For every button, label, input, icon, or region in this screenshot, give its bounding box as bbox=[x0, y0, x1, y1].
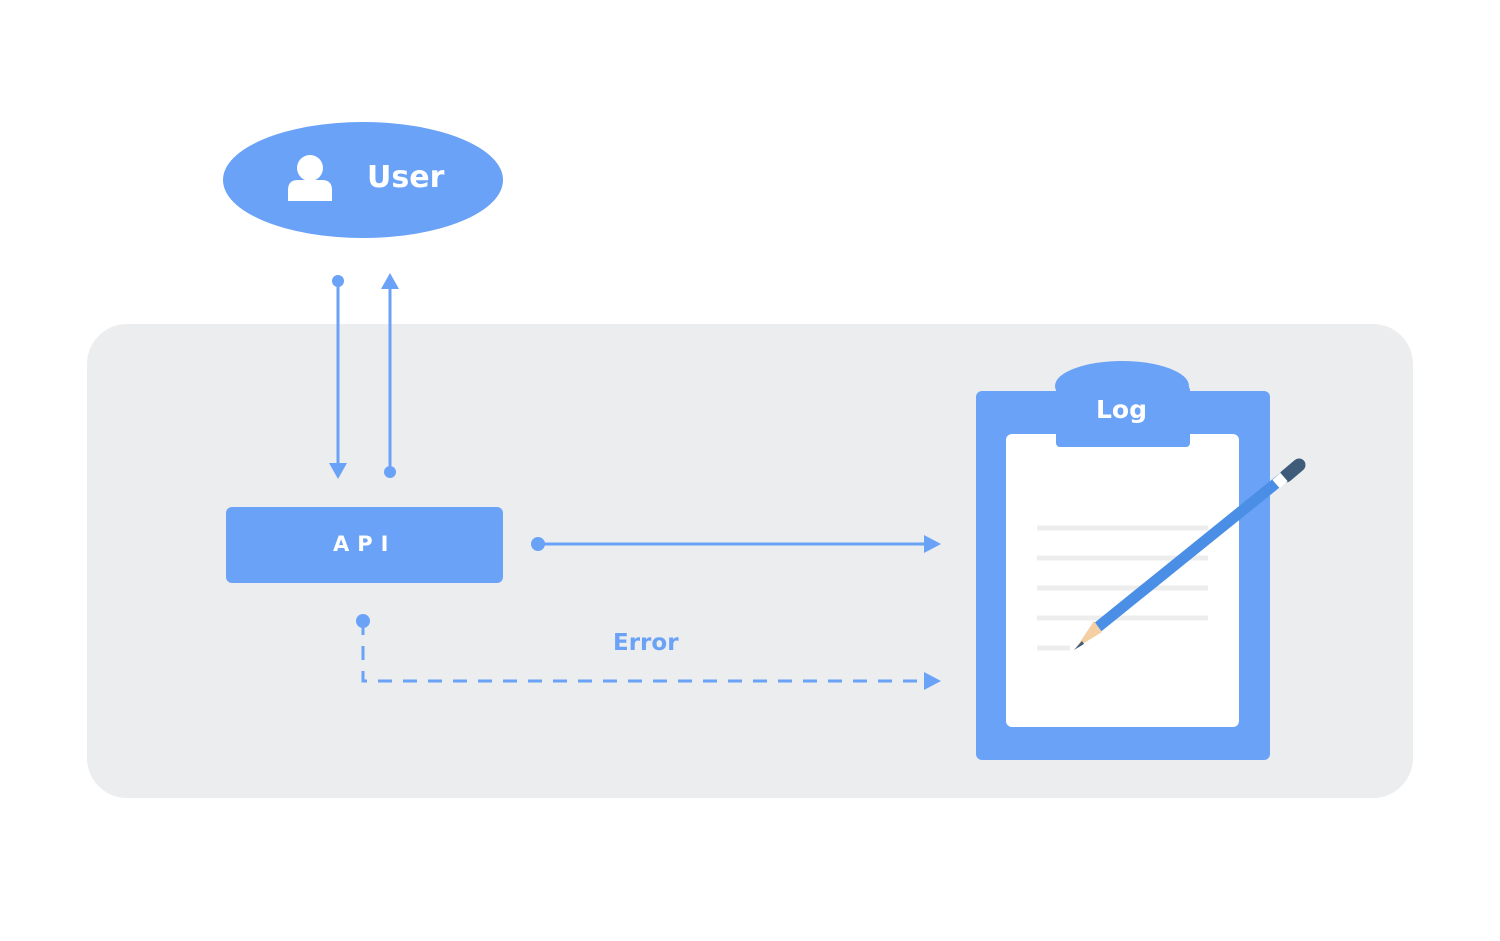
error-edge-label: Error bbox=[613, 630, 679, 656]
log-label: Log bbox=[1096, 395, 1148, 424]
api-node[interactable] bbox=[226, 507, 503, 583]
clipboard-pencil-icon bbox=[976, 361, 1306, 760]
api-label: API bbox=[333, 532, 397, 556]
clipboard-clip bbox=[1055, 361, 1190, 447]
user-node[interactable] bbox=[223, 122, 503, 238]
pencil-icon bbox=[1074, 458, 1306, 650]
clipboard-paper bbox=[1006, 434, 1239, 727]
response-arrow bbox=[381, 273, 399, 478]
log-write-arrow bbox=[531, 535, 941, 553]
request-arrow bbox=[329, 275, 347, 479]
error-arrow bbox=[356, 614, 941, 690]
person-icon bbox=[288, 155, 332, 201]
user-label: User bbox=[367, 160, 445, 195]
